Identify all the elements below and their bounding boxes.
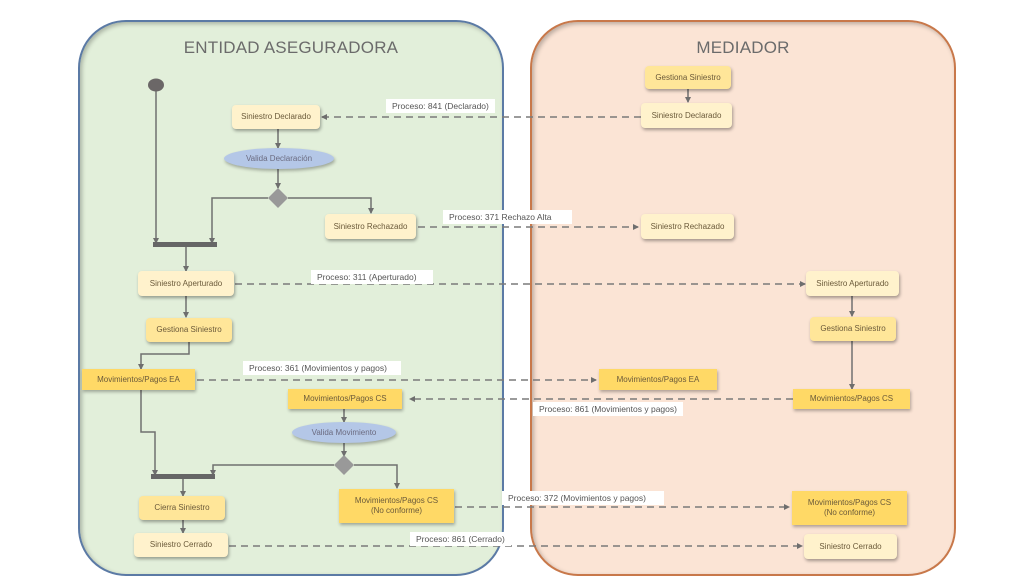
node-ea-siniestro-cerrado[interactable]: Siniestro Cerrado [134,533,228,557]
flow-decision-to-rechazado [288,197,374,214]
node-ea-siniestro-declarado[interactable]: Siniestro Declarado [232,105,320,129]
node-ea-valida-movimiento[interactable]: Valida Movimiento [292,422,396,443]
node-line-1: Movimientos/Pagos CS [354,496,439,505]
msg-label-311-aperturado: Proceso: 311 (Aperturado) [311,270,433,284]
node-ea-gestiona-siniestro[interactable]: Gestiona Siniestro [146,318,232,342]
node-line-1: Movimientos/Pagos CS [807,498,892,507]
node-ea-valida-declaracion[interactable]: Valida Declaración [224,148,334,169]
node-ea-movimientos-pagos-ea[interactable]: Movimientos/Pagos EA [82,369,195,390]
node-line-2: (No conforme) [823,508,876,517]
msg-label-361-movimientos: Proceso: 361 (Movimientos y pagos) [243,361,401,375]
flow-decision-to-join1 [209,197,268,244]
node-ea-movimientos-pagos-cs[interactable]: Movimientos/Pagos CS [288,389,402,409]
lane-mediador: MEDIADOR [530,20,956,576]
msg-label-371-rechazo-alta: Proceso: 371 Rechazo Alta [443,210,572,224]
decision-diamond-declaracion [268,188,288,208]
node-ea-siniestro-aperturado[interactable]: Siniestro Aperturado [138,271,234,296]
node-med-siniestro-cerrado[interactable]: Siniestro Cerrado [804,534,897,559]
node-med-siniestro-declarado[interactable]: Siniestro Declarado [641,103,732,128]
lane-title-entidad-aseguradora: ENTIDAD ASEGURADORA [183,38,399,57]
start-node [148,78,164,92]
node-ea-cierra-siniestro[interactable]: Cierra Siniestro [139,496,225,520]
node-med-siniestro-aperturado[interactable]: Siniestro Aperturado [806,271,899,296]
node-med-gestiona-siniestro[interactable]: Gestiona Siniestro [810,317,896,341]
flow-gestiona-to-mov-ea [138,342,190,370]
msg-label-861-cerrado: Proceso: 861 (Cerrado) [410,532,511,546]
decision-diamond-movimiento [334,455,354,475]
node-ea-siniestro-rechazado[interactable]: Siniestro Rechazado [325,214,416,239]
node-line-2: (No conforme) [370,506,423,515]
node-med-movimientos-pagos-cs-no-conforme[interactable]: Movimientos/Pagos CS (No conforme) [792,491,907,525]
msg-label-372-movimientos: Proceso: 372 (Movimientos y pagos) [502,491,664,505]
node-med-siniestro-rechazado[interactable]: Siniestro Rechazado [641,214,734,239]
node-ea-movimientos-pagos-cs-no-conforme[interactable]: Movimientos/Pagos CS (No conforme) [339,489,454,523]
join-bar-2 [151,474,215,479]
flow-decision2-to-join2 [210,464,334,476]
lane-title-mediador: MEDIADOR [696,38,790,57]
node-med-movimientos-pagos-cs[interactable]: Movimientos/Pagos CS [793,389,910,409]
flow-decision2-to-nc [354,464,400,489]
msg-label-861-movimientos: Proceso: 861 (Movimientos y pagos) [533,402,683,416]
msg-label-841-declarado: Proceso: 841 (Declarado) [386,99,495,113]
join-bar-1 [153,242,217,247]
flow-mov-ea-to-join2 [140,390,158,476]
node-med-gestiona-siniestro-top[interactable]: Gestiona Siniestro [645,66,731,89]
node-med-movimientos-pagos-ea[interactable]: Movimientos/Pagos EA [599,369,717,390]
